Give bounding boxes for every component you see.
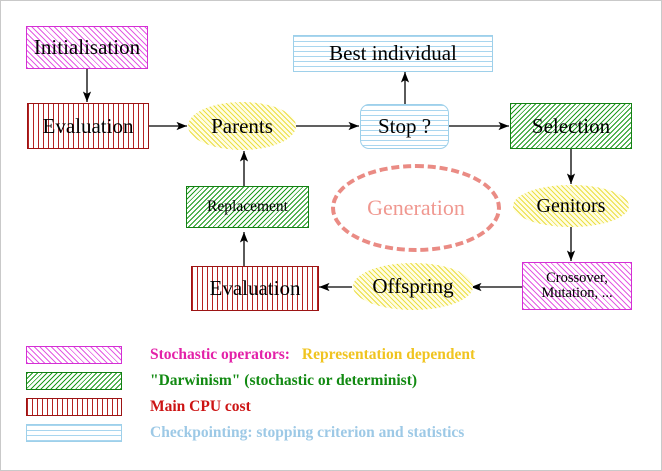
node-offspring-label: Offspring: [372, 274, 454, 299]
node-evaluation-bottom[interactable]: Evaluation: [191, 266, 319, 311]
legend-row-cpu: Main CPU cost: [26, 398, 251, 416]
node-evaluation-bottom-label: Evaluation: [209, 276, 301, 301]
node-offspring[interactable]: Offspring: [353, 263, 473, 310]
node-generation: Generation: [331, 164, 501, 252]
node-generation-label: Generation: [367, 195, 465, 220]
node-initialisation-label: Initialisation: [33, 35, 141, 60]
node-initialisation[interactable]: Initialisation: [26, 26, 148, 69]
node-replacement-label: Replacement: [207, 197, 288, 215]
node-evaluation-top[interactable]: Evaluation: [27, 103, 149, 149]
node-selection-label: Selection: [531, 113, 611, 138]
legend-swatch-blue: [26, 424, 122, 442]
node-best-individual-label: Best individual: [329, 41, 457, 66]
node-replacement[interactable]: Replacement: [186, 186, 309, 228]
node-stop[interactable]: Stop ?: [360, 104, 449, 149]
node-genitors[interactable]: Genitors: [513, 185, 629, 227]
legend-swatch-magenta: [26, 346, 122, 364]
legend-label-darwinism: "Darwinism" (stochastic or determinist): [150, 372, 418, 389]
node-selection[interactable]: Selection: [510, 103, 632, 149]
node-parents[interactable]: Parents: [188, 102, 296, 150]
legend-row-checkpointing: Checkpointing: stopping criterion and st…: [26, 424, 464, 442]
legend-label-cpu: Main CPU cost: [150, 398, 251, 415]
node-parents-label: Parents: [211, 113, 273, 138]
node-crossover-mutation[interactable]: Crossover, Mutation, ...: [522, 262, 632, 310]
legend-label-checkpointing: Checkpointing: stopping criterion and st…: [150, 424, 465, 441]
legend-label-stochastic: Stochastic operators:: [150, 346, 290, 363]
legend-label-representation: Representation dependent: [301, 346, 476, 363]
legend-swatch-red: [26, 398, 122, 416]
node-crossover-mutation-label: Crossover, Mutation, ...: [541, 269, 613, 301]
node-evaluation-top-label: Evaluation: [42, 113, 134, 138]
node-stop-label: Stop ?: [377, 114, 432, 139]
legend-row-stochastic: Stochastic operators: Representation dep…: [26, 346, 475, 364]
legend-row-darwinism: "Darwinism" (stochastic or determinist): [26, 372, 417, 390]
legend-swatch-green: [26, 372, 122, 390]
node-genitors-label: Genitors: [536, 194, 606, 217]
node-best-individual[interactable]: Best individual: [293, 35, 493, 72]
